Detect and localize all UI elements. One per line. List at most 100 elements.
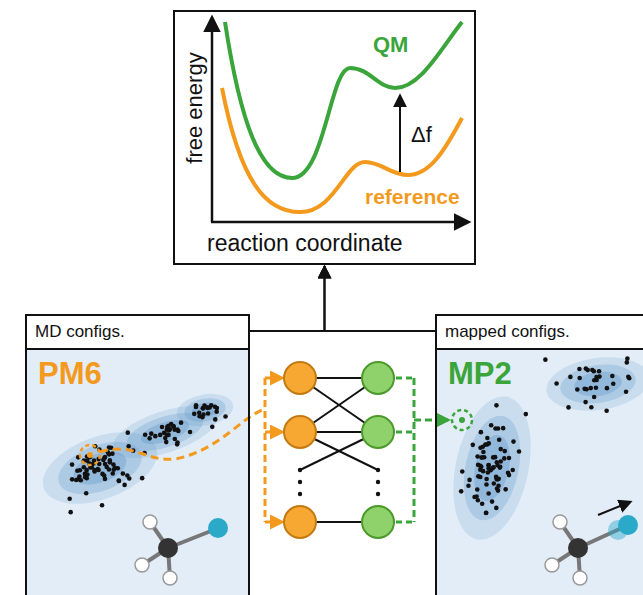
merge-connector xyxy=(325,266,436,331)
config-dot xyxy=(197,410,202,415)
qm-curve xyxy=(225,22,462,178)
density-ellipse xyxy=(191,401,219,420)
config-dot xyxy=(554,381,559,386)
config-dot xyxy=(96,468,101,473)
config-dot xyxy=(605,386,610,391)
config-dot xyxy=(511,439,516,444)
config-dot xyxy=(201,406,206,411)
y-axis xyxy=(211,18,214,222)
config-dot xyxy=(498,459,503,464)
panel-ground xyxy=(436,349,643,595)
input-arrow xyxy=(265,521,282,524)
config-dot xyxy=(92,469,97,474)
config-dot xyxy=(192,412,197,417)
config-dot xyxy=(497,437,502,442)
config-dot xyxy=(610,374,615,379)
config-dot xyxy=(493,455,498,460)
curve-label: reference xyxy=(365,185,460,209)
selected-config xyxy=(80,445,100,465)
panel-header: mapped configs. xyxy=(437,316,643,350)
config-dot xyxy=(102,473,107,478)
config-dot xyxy=(597,369,602,374)
molecule xyxy=(135,515,228,585)
network-weights xyxy=(300,378,378,522)
config-dot xyxy=(494,506,499,511)
config-dot xyxy=(175,427,180,432)
config-dot xyxy=(466,483,471,488)
density-ellipse xyxy=(543,351,643,417)
panel-header: MD configs. xyxy=(27,316,248,350)
density-ellipse xyxy=(182,395,227,425)
density-ellipse xyxy=(558,360,639,408)
config-dot xyxy=(490,499,495,504)
config-dot xyxy=(143,433,148,438)
selected-config xyxy=(87,452,93,458)
method-label: MP2 xyxy=(448,356,512,392)
config-dot xyxy=(492,481,497,486)
config-dot xyxy=(153,434,158,439)
panel-ground xyxy=(26,349,249,595)
config-dot xyxy=(125,473,130,478)
molecule xyxy=(545,502,638,585)
config-dot xyxy=(589,405,594,410)
config-dot xyxy=(594,385,599,390)
density-ellipse xyxy=(573,369,624,399)
config-dot xyxy=(475,487,480,492)
config-dot xyxy=(476,463,481,468)
config-dot xyxy=(122,483,127,488)
config-dot xyxy=(496,426,501,431)
config-dot xyxy=(460,469,465,474)
config-dot xyxy=(205,406,210,411)
config-dot xyxy=(206,411,211,416)
config-dot xyxy=(485,436,490,441)
delta-label: Δf xyxy=(411,122,432,147)
config-dot xyxy=(125,430,130,435)
config-dot xyxy=(566,405,571,410)
config-dot xyxy=(84,491,89,496)
config-dot xyxy=(590,368,595,373)
config-dot xyxy=(486,441,491,446)
config-dot xyxy=(479,430,484,435)
config-dot xyxy=(70,462,75,467)
density-ellipse xyxy=(441,389,542,547)
config-dot xyxy=(627,376,632,381)
config-dot xyxy=(111,467,116,472)
config-dot xyxy=(517,449,522,454)
config-dot xyxy=(510,468,515,473)
config-dot xyxy=(611,381,616,386)
config-dot xyxy=(467,478,472,483)
config-dot xyxy=(109,445,114,450)
config-dot xyxy=(169,422,174,427)
x-axis xyxy=(211,221,468,224)
config-dot xyxy=(175,440,180,445)
config-dot xyxy=(116,478,121,483)
input-path xyxy=(100,410,262,459)
config-dot xyxy=(496,477,501,482)
config-dot xyxy=(164,440,169,445)
input-bracket xyxy=(264,378,267,522)
config-dot xyxy=(147,436,152,441)
config-dot xyxy=(223,414,228,419)
config-dot xyxy=(486,491,491,496)
input-arrow xyxy=(265,377,282,380)
config-dot xyxy=(121,471,126,476)
config-dot xyxy=(481,450,486,455)
config-dot xyxy=(194,403,199,408)
config-dot xyxy=(543,357,548,362)
config-dot xyxy=(158,433,163,438)
config-dot xyxy=(577,376,582,381)
config-dot xyxy=(482,455,487,460)
config-dot xyxy=(524,412,529,417)
config-dot xyxy=(486,470,491,475)
density-ellipse xyxy=(174,390,236,431)
output-tick xyxy=(396,377,414,380)
config-dot xyxy=(126,444,131,449)
config-dot xyxy=(588,386,593,391)
config-dot xyxy=(625,356,630,361)
density-ellipse xyxy=(469,432,516,505)
config-dot xyxy=(117,479,122,484)
config-dot xyxy=(501,426,506,431)
merge-connector xyxy=(250,266,325,331)
reference-curve xyxy=(222,88,462,212)
